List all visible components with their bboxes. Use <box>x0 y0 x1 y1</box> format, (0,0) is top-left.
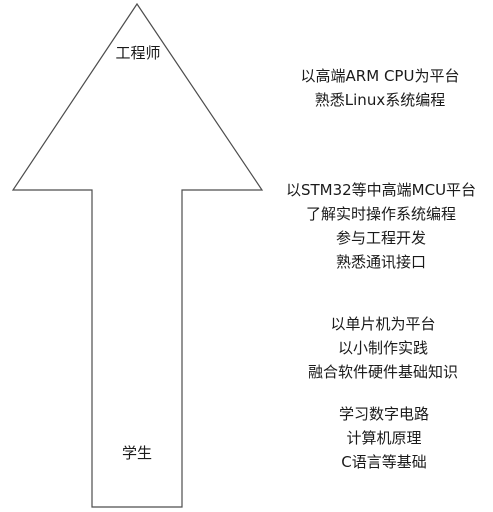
stage-foundation: 学习数字电路 计算机原理 C语言等基础 <box>339 402 429 474</box>
stage-mcu-basics: 以单片机为平台 以小制作实践 融合软件硬件基础知识 <box>308 312 458 384</box>
stage-line: 以小制作实践 <box>337 339 429 357</box>
stage-line: 了解实时操作系统编程 <box>305 205 457 223</box>
arrow-top-label: 工程师 <box>115 44 161 62</box>
stage-line: 以高端ARM CPU为平台 <box>300 67 460 85</box>
stage-stm32-rtos: 以STM32等中高端MCU平台 了解实时操作系统编程 参与工程开发 熟悉通讯接口 <box>286 178 476 274</box>
arrow-shape <box>11 2 264 508</box>
stage-line: 熟悉Linux系统编程 <box>314 91 446 109</box>
stage-line: 学习数字电路 <box>338 405 430 423</box>
stage-line: 计算机原理 <box>346 429 422 447</box>
stage-line: C语言等基础 <box>341 453 427 471</box>
stage-line: 参与工程开发 <box>335 229 427 247</box>
stage-line: 以STM32等中高端MCU平台 <box>285 181 477 199</box>
arrow-bottom-label: 学生 <box>121 444 153 462</box>
stage-line: 熟悉通讯接口 <box>335 253 427 271</box>
stage-line: 融合软件硬件基础知识 <box>307 363 459 381</box>
stage-arm-linux: 以高端ARM CPU为平台 熟悉Linux系统编程 <box>301 64 460 112</box>
stage-line: 以单片机为平台 <box>330 315 436 333</box>
